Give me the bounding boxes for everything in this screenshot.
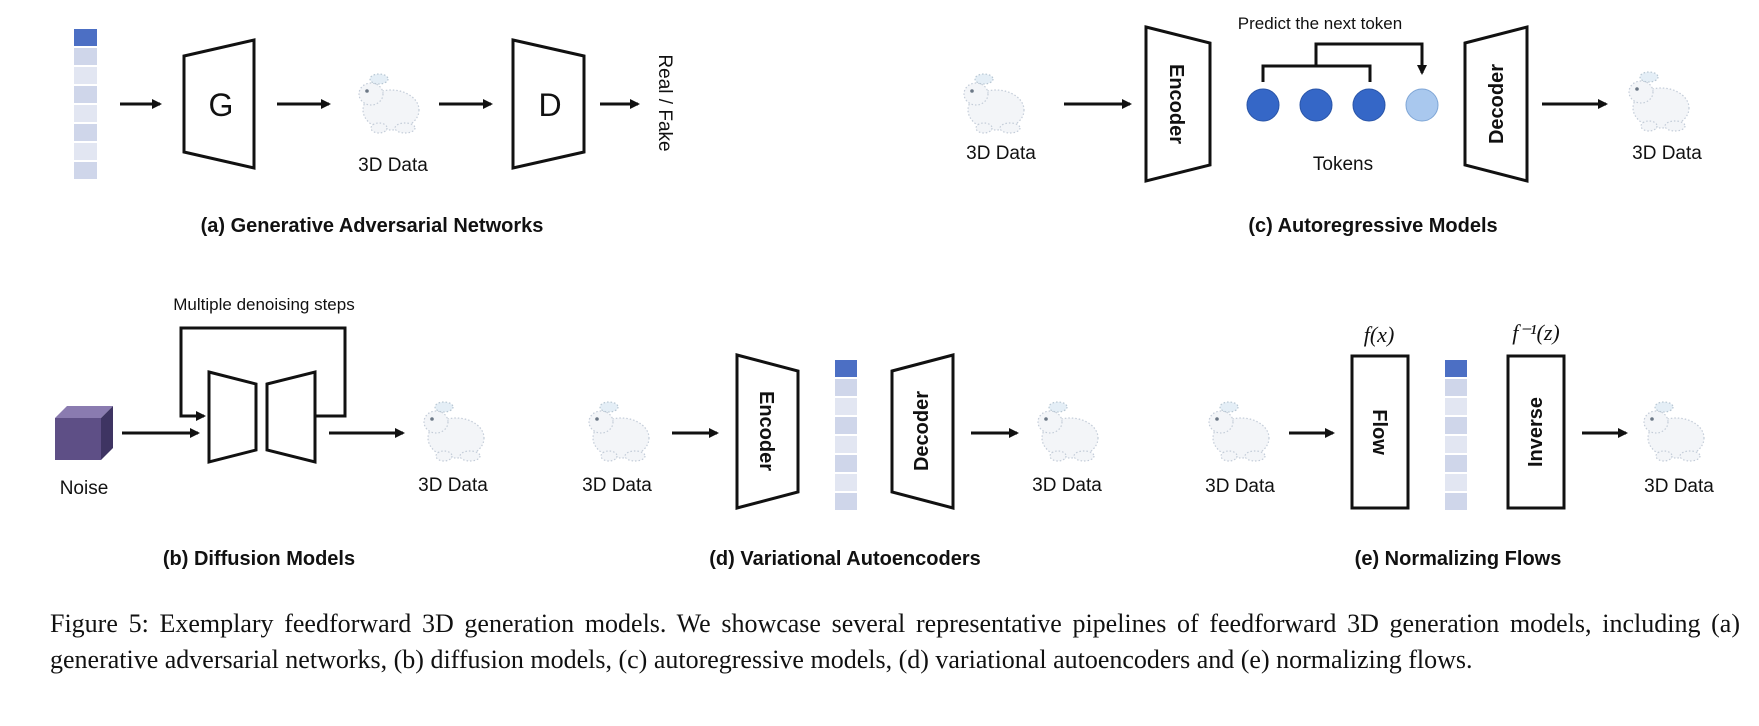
input-label: 3D Data	[1205, 476, 1275, 497]
panel-diffusion: Multiple denoising steps Noise 3D Data (…	[55, 295, 488, 570]
figure-diagram: G 3D Data D Real / Fake (a) Generative A…	[55, 14, 1714, 570]
panel-autoregressive: 3D Data Encoder Predict the next token T…	[963, 14, 1702, 237]
predict-label: Predict the next token	[1238, 14, 1402, 33]
output-label: 3D Data	[1032, 475, 1102, 496]
flow-block	[1350, 354, 1410, 510]
generator-block	[182, 38, 256, 170]
decoder-block	[1463, 25, 1529, 183]
panel-gan: G 3D Data D Real / Fake (a) Generative A…	[74, 29, 675, 237]
panel-title: (a) Generative Adversarial Networks	[201, 215, 544, 237]
encoder-block	[1144, 25, 1212, 183]
bunny-point-cloud-icon	[1628, 71, 1690, 132]
token	[1246, 88, 1280, 122]
bunny-point-cloud-icon	[1208, 401, 1270, 462]
panel-title: (d) Variational Autoencoders	[709, 548, 981, 570]
encoder-block	[735, 353, 800, 510]
predict-arrow	[1314, 42, 1427, 75]
inverse-function-label: f⁻¹(z)	[1512, 320, 1560, 345]
panel-title: (e) Normalizing Flows	[1355, 548, 1562, 570]
bunny-point-cloud-icon	[963, 73, 1025, 134]
inverse-block	[1506, 354, 1566, 510]
panel-title: (b) Diffusion Models	[163, 548, 355, 570]
bunny-point-cloud-icon	[423, 401, 485, 462]
tokens-label: Tokens	[1313, 154, 1373, 175]
loop-arrow	[179, 326, 347, 421]
inverse-label: Inverse	[1525, 397, 1547, 467]
latent-vector	[1445, 360, 1467, 510]
panel-vae: 3D Data Encoder Decoder 3D Data (d) Vari…	[582, 353, 1102, 570]
input-label: 3D Data	[966, 143, 1036, 164]
noise-label: Noise	[60, 478, 109, 499]
unet-encoder-block	[207, 370, 258, 464]
output-label: 3D Data	[1632, 143, 1702, 164]
unet-decoder-block	[265, 370, 317, 464]
forward-function-label: f(x)	[1364, 322, 1395, 347]
output-label: 3D Data	[418, 475, 488, 496]
token	[1352, 88, 1386, 122]
panel-normalizing-flows: 3D Data f(x) Flow f⁻¹(z) Inverse 3D Data…	[1205, 320, 1714, 570]
next-token	[1405, 88, 1439, 122]
figure-caption: Figure 5: Exemplary feedforward 3D gener…	[50, 609, 1740, 674]
output-label: 3D Data	[1644, 476, 1714, 497]
data-label: 3D Data	[358, 155, 428, 176]
panel-title: (c) Autoregressive Models	[1248, 215, 1497, 237]
loop-label: Multiple denoising steps	[173, 295, 354, 314]
bunny-point-cloud-icon	[358, 73, 420, 134]
input-label: 3D Data	[582, 475, 652, 496]
decoder-label: Decoder	[1486, 64, 1508, 144]
discriminator-block	[511, 38, 586, 170]
bunny-point-cloud-icon	[1037, 401, 1099, 462]
discriminator-label: D	[538, 87, 561, 123]
noise-cube-icon	[55, 406, 113, 460]
bunny-point-cloud-icon	[588, 401, 650, 462]
predict-bracket	[1261, 64, 1372, 82]
generator-label: G	[209, 87, 234, 123]
flow-label: Flow	[1368, 409, 1390, 455]
latent-vector	[835, 360, 857, 510]
bunny-point-cloud-icon	[1643, 401, 1705, 462]
latent-vector	[74, 29, 97, 179]
encoder-label: Encoder	[1165, 64, 1187, 144]
decoder-block	[890, 353, 955, 510]
encoder-label: Encoder	[755, 391, 777, 471]
decoder-label: Decoder	[911, 391, 933, 471]
real-fake-label: Real / Fake	[654, 54, 675, 151]
token	[1299, 88, 1333, 122]
